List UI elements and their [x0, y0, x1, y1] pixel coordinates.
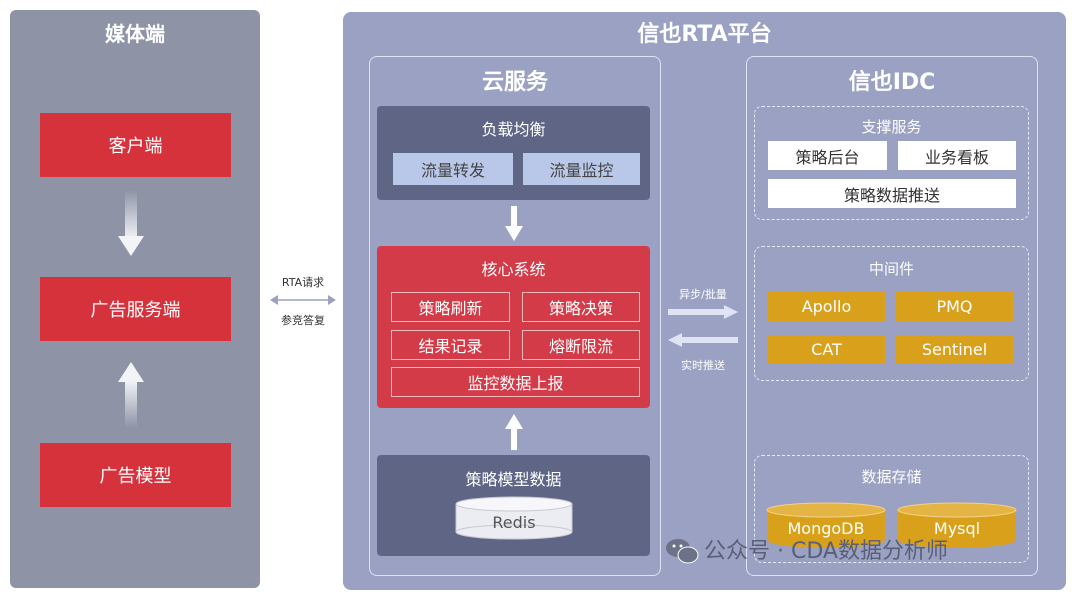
left-arrow-icon	[668, 333, 738, 347]
support-services-title: 支撑服务	[861, 118, 922, 136]
monitor-report-label: 监控数据上报	[467, 374, 564, 393]
business-dashboard-item: 业务看板	[898, 141, 1016, 170]
mysql-cylinder-icon	[897, 502, 1017, 548]
support-services-group	[754, 106, 1029, 220]
arrow-up-icon	[505, 414, 523, 450]
client-label: 客户端	[108, 136, 163, 157]
strategy-data-push-item: 策略数据推送	[768, 179, 1016, 208]
strategy-data-title: 策略模型数据	[465, 470, 562, 489]
redis-cylinder-icon	[455, 496, 573, 540]
idc-title: 信也IDC	[848, 70, 936, 95]
middleware-group	[754, 246, 1029, 381]
bid-response-label: 参竞答复	[281, 314, 325, 327]
mongodb-label: MongoDB	[787, 518, 865, 538]
strategy-data-push-label: 策略数据推送	[843, 185, 940, 205]
circuit-breaker-item: 熔断限流	[522, 330, 640, 360]
cat-item: CAT	[768, 335, 885, 364]
client-box: 客户端	[40, 113, 231, 177]
result-record-label: 结果记录	[418, 337, 483, 356]
traffic-monitor-label: 流量监控	[549, 161, 614, 180]
cloud-service-title: 云服务	[481, 70, 548, 95]
ad-model-box: 广告模型	[40, 443, 231, 507]
traffic-monitor-item: 流量监控	[523, 153, 640, 185]
result-record-item: 结果记录	[391, 330, 510, 360]
right-arrow-icon	[668, 305, 738, 319]
double-arrow-icon	[270, 295, 336, 305]
traffic-forward-item: 流量转发	[393, 153, 513, 185]
circuit-breaker-label: 熔断限流	[548, 337, 613, 356]
media-title: 媒体端	[105, 22, 165, 46]
redis-label: Redis	[492, 512, 536, 532]
monitor-report-item: 监控数据上报	[391, 367, 640, 397]
up-arrow-icon	[118, 362, 144, 428]
strategy-decision-item: 策略决策	[522, 292, 640, 322]
strategy-decision-label: 策略决策	[548, 299, 613, 318]
ad-model-label: 广告模型	[99, 466, 172, 487]
traffic-forward-label: 流量转发	[420, 161, 485, 180]
data-storage-group	[754, 455, 1029, 563]
middleware-title: 中间件	[868, 260, 914, 278]
strategy-refresh-label: 策略刷新	[418, 299, 483, 318]
apollo-item: Apollo	[768, 292, 885, 321]
async-batch-label: 异步/批量	[679, 288, 727, 301]
mongodb-cylinder-icon	[766, 502, 886, 548]
down-arrow-icon	[118, 190, 144, 256]
business-dashboard-label: 业务看板	[924, 147, 989, 167]
core-system-title: 核心系统	[481, 260, 546, 279]
idc-section	[746, 56, 1038, 576]
sentinel-label: Sentinel	[921, 340, 988, 359]
strategy-backend-label: 策略后台	[795, 147, 860, 167]
pmq-item: PMQ	[896, 292, 1013, 321]
arrow-down-icon	[505, 206, 523, 241]
mysql-label: Mysql	[933, 518, 981, 538]
strategy-backend-item: 策略后台	[768, 141, 887, 170]
ad-server-box: 广告服务端	[40, 277, 231, 341]
sentinel-item: Sentinel	[896, 335, 1013, 364]
load-balance-title: 负载均衡	[481, 120, 546, 139]
apollo-label: Apollo	[801, 297, 852, 316]
strategy-refresh-item: 策略刷新	[391, 292, 510, 322]
watermark-text: 公众号 · CDA数据分析师	[704, 539, 948, 564]
cat-label: CAT	[811, 340, 842, 359]
realtime-push-label: 实时推送	[681, 359, 725, 372]
rta-request-label: RTA请求	[281, 276, 325, 289]
data-storage-title: 数据存储	[861, 468, 922, 486]
cloud-service-section	[369, 56, 661, 576]
wechat-icon	[666, 539, 699, 564]
pmq-label: PMQ	[936, 297, 973, 316]
ad-server-label: 广告服务端	[90, 300, 181, 321]
platform-title: 信也RTA平台	[637, 22, 772, 47]
